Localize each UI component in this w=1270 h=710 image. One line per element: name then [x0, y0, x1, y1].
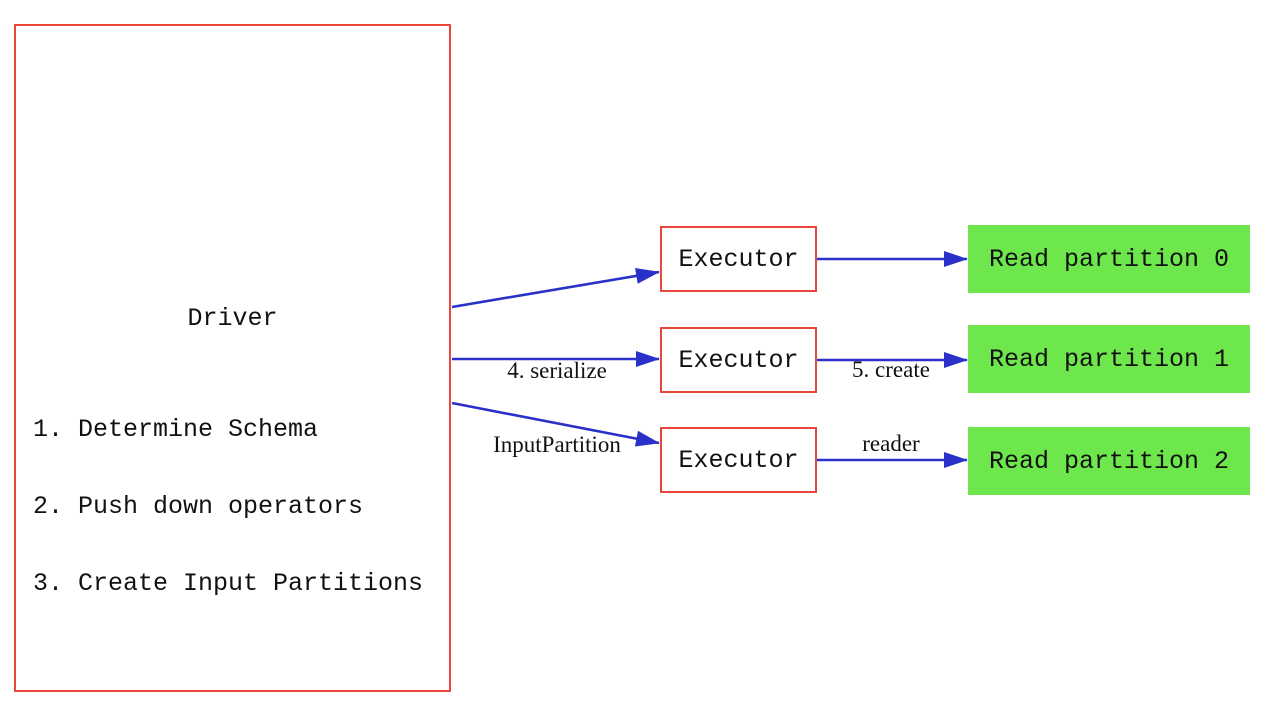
- driver-step-1: 1. Determine Schema: [33, 414, 319, 444]
- driver-step-3: 3. Create Input Partitions: [33, 569, 424, 599]
- read-partition-node-2: Read partition 2: [968, 427, 1250, 495]
- edge-label-reader-line2: reader: [862, 430, 920, 456]
- executor-node-1: Executor: [660, 327, 817, 393]
- read-partition-node-0: Read partition 0: [968, 225, 1250, 293]
- driver-step-2: 2. Push down operators: [33, 491, 364, 521]
- edge-label-serialize-inputpartition: 4. serialize InputPartition: [447, 310, 667, 506]
- arrow-driver-to-executor-0: [451, 267, 660, 309]
- edge-label-create-reader: 5. create reader: [781, 309, 1001, 505]
- edge-label-reader-line1: 5. create: [852, 357, 930, 382]
- edge-label-serialize-line1: 4. serialize: [507, 358, 607, 383]
- read-partition-node-1: Read partition 1: [968, 325, 1250, 393]
- driver-steps-list: 1. Determine Schema 2. Push down operato…: [33, 365, 423, 649]
- driver-title: Driver: [187, 304, 278, 333]
- arrow-driver-to-executor-2: [451, 401, 660, 447]
- executor-node-0: Executor: [660, 226, 817, 292]
- edge-label-serialize-line2: InputPartition: [493, 431, 621, 457]
- driver-node: Driver 1. Determine Schema 2. Push down …: [14, 24, 451, 692]
- executor-node-2: Executor: [660, 427, 817, 493]
